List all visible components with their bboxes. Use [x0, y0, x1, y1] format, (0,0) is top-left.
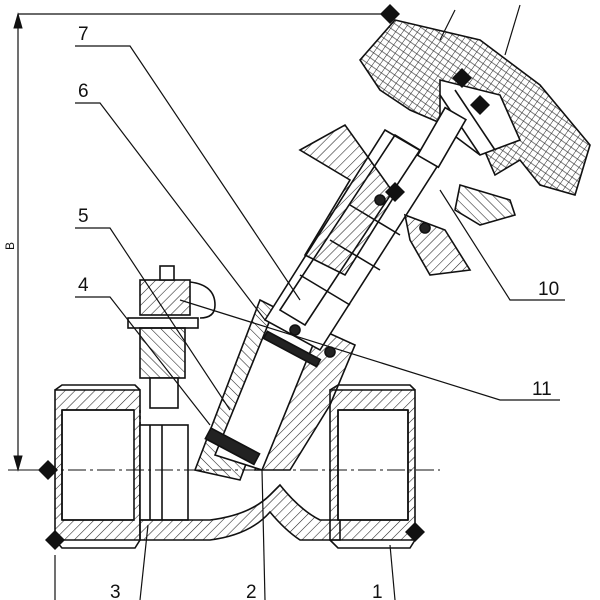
datum-marker-bottom-left	[45, 530, 65, 550]
callout-2: 2	[246, 582, 257, 600]
valve-body	[54, 384, 416, 549]
callout-4: 4	[78, 275, 89, 296]
callout-1: 1	[372, 582, 383, 600]
datum-marker-knob-a	[452, 68, 472, 88]
datum-marker-top	[380, 4, 400, 24]
callout-10: 10	[538, 279, 559, 300]
callout-5: 5	[78, 206, 89, 227]
datum-marker-stem	[385, 182, 405, 202]
callout-3: 3	[110, 582, 121, 600]
callout-11: 11	[532, 379, 552, 400]
datum-markers	[38, 4, 490, 550]
datum-marker-bottom-right	[405, 522, 425, 542]
dimension-b	[8, 12, 390, 472]
valve-stem	[263, 123, 517, 358]
callout-7: 7	[78, 24, 89, 45]
datum-marker-left	[38, 460, 58, 480]
leader-lines	[54, 4, 565, 600]
datum-marker-knob-b	[470, 95, 490, 115]
callout-6: 6	[78, 81, 89, 102]
dimension-b-label: B	[3, 242, 17, 250]
